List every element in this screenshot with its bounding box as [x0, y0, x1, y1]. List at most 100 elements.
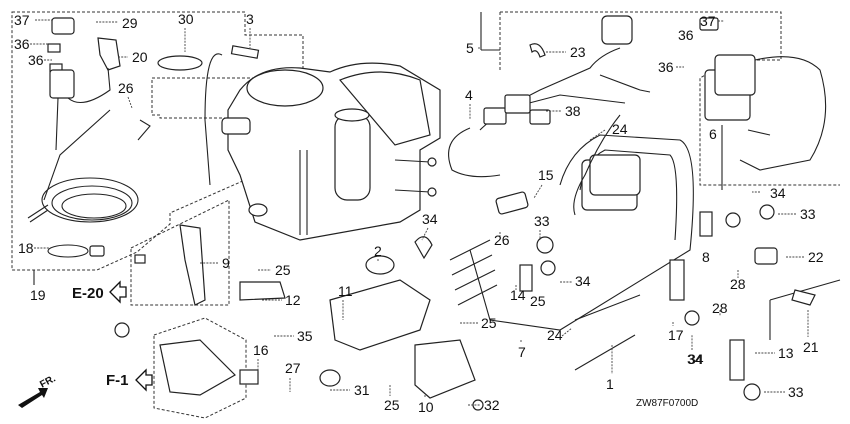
callout-25[interactable]: 25 — [530, 293, 546, 309]
part-number-label[interactable]: 34 — [575, 273, 591, 289]
callout-23[interactable]: 23 — [546, 44, 586, 60]
callout-38[interactable]: 38 — [546, 103, 581, 119]
callout-7[interactable]: 7 — [518, 340, 526, 360]
callout-28[interactable]: 28 — [730, 270, 746, 292]
part-number-label[interactable]: 3 — [246, 11, 254, 27]
callout-1[interactable]: 1 — [606, 345, 614, 392]
callout-32[interactable]: 32 — [468, 397, 500, 413]
callout-33[interactable]: 33 — [534, 213, 550, 240]
callout-27[interactable]: 27 — [285, 360, 301, 392]
callout-31[interactable]: 31 — [330, 382, 370, 398]
part-number-label[interactable]: 21 — [803, 339, 819, 355]
callout-34[interactable]: 34 — [688, 335, 704, 367]
part-number-label[interactable]: 5 — [466, 40, 474, 56]
part-number-label[interactable]: 35 — [297, 328, 313, 344]
part-number-label[interactable]: 4 — [465, 87, 473, 103]
callout-10[interactable]: 10 — [418, 395, 434, 415]
part-number-label[interactable]: 34 — [687, 351, 703, 367]
part-number-label[interactable]: 2 — [374, 243, 382, 259]
callout-34[interactable]: 34 — [752, 185, 786, 201]
callout-24[interactable]: 24 — [547, 327, 573, 343]
callout-34[interactable]: 34 — [421, 211, 438, 241]
part-number-label[interactable]: 16 — [253, 342, 269, 358]
part-number-label[interactable]: 24 — [547, 327, 563, 343]
callout-13[interactable]: 13 — [755, 345, 794, 361]
part-number-label[interactable]: 32 — [484, 397, 500, 413]
callout-33[interactable]: 33 — [764, 384, 804, 400]
part-number-label[interactable]: 23 — [570, 44, 586, 60]
part-number-label[interactable]: 19 — [30, 287, 46, 303]
part-number-label[interactable]: 26 — [494, 232, 510, 248]
part-number-label[interactable]: 34 — [422, 211, 438, 227]
callout-5[interactable]: 5 — [466, 40, 481, 56]
callout-21[interactable]: 21 — [803, 310, 819, 355]
reference-e20[interactable]: E-20 — [72, 280, 127, 304]
callout-16[interactable]: 16 — [253, 342, 269, 372]
callout-22[interactable]: 22 — [786, 249, 824, 265]
callout-20[interactable]: 20 — [118, 49, 148, 65]
callout-28[interactable]: 28 — [712, 300, 728, 316]
callout-14[interactable]: 14 — [510, 285, 526, 303]
part-number-label[interactable]: 18 — [18, 240, 34, 256]
callout-36[interactable]: 36 — [28, 52, 52, 68]
part-number-label[interactable]: 15 — [538, 167, 554, 183]
part-number-label[interactable]: 38 — [565, 103, 581, 119]
callout-3[interactable]: 3 — [246, 11, 254, 48]
part-number-label[interactable]: 36 — [28, 52, 44, 68]
part-number-label[interactable]: 20 — [132, 49, 148, 65]
callout-35[interactable]: 35 — [274, 328, 313, 344]
part-number-label[interactable]: 31 — [354, 382, 370, 398]
callout-11[interactable]: 11 — [338, 283, 353, 320]
part-number-label[interactable]: 33 — [800, 206, 816, 222]
callout-26[interactable]: 26 — [494, 232, 510, 248]
part-number-label[interactable]: 25 — [384, 397, 400, 413]
part-number-label[interactable]: 12 — [285, 292, 301, 308]
callout-12[interactable]: 12 — [262, 292, 301, 308]
part-number-label[interactable]: 36 — [658, 59, 674, 75]
part-number-label[interactable]: 28 — [730, 276, 746, 292]
part-number-label[interactable]: 37 — [14, 12, 30, 28]
part-number-label[interactable]: 10 — [418, 399, 434, 415]
part-number-label[interactable]: 8 — [702, 249, 710, 265]
part-number-label[interactable]: 22 — [808, 249, 824, 265]
part-number-label[interactable]: 6 — [709, 126, 717, 142]
part-number-label[interactable]: 27 — [285, 360, 301, 376]
part-number-label[interactable]: 24 — [612, 121, 628, 137]
part-number-label[interactable]: 25 — [275, 262, 291, 278]
callout-17[interactable]: 17 — [668, 322, 684, 343]
callout-18[interactable]: 18 — [18, 240, 50, 256]
part-number-label[interactable]: 29 — [122, 15, 138, 31]
callout-36[interactable]: 36 — [678, 27, 694, 43]
callout-34[interactable]: 34 — [560, 273, 591, 289]
callout-26[interactable]: 26 — [118, 80, 134, 109]
reference-f1[interactable]: F-1 — [106, 368, 153, 392]
reference-e20-label[interactable]: E-20 — [72, 285, 104, 302]
callout-24[interactable]: 24 — [589, 121, 628, 141]
part-number-label[interactable]: 9 — [222, 255, 230, 271]
part-number-label[interactable]: 25 — [530, 293, 546, 309]
part-number-label[interactable]: 28 — [712, 300, 728, 316]
reference-f1-label[interactable]: F-1 — [106, 372, 129, 389]
callout-30[interactable]: 30 — [178, 11, 194, 52]
callout-29[interactable]: 29 — [96, 15, 138, 31]
callout-4[interactable]: 4 — [465, 87, 473, 120]
part-number-label[interactable]: 1 — [606, 376, 614, 392]
callout-9[interactable]: 9 — [200, 255, 230, 271]
part-number-label[interactable]: 34 — [770, 185, 786, 201]
part-number-label[interactable]: 13 — [778, 345, 794, 361]
part-number-label[interactable]: 36 — [14, 36, 30, 52]
callout-36[interactable]: 36 — [14, 36, 48, 52]
callout-37[interactable]: 37 — [14, 12, 52, 28]
callout-25[interactable]: 25 — [384, 385, 400, 413]
callout-37[interactable]: 37 — [700, 13, 724, 29]
part-number-label[interactable]: 14 — [510, 287, 526, 303]
callout-19[interactable]: 19 — [30, 287, 46, 303]
part-number-label[interactable]: 26 — [118, 80, 134, 96]
callout-33[interactable]: 33 — [778, 206, 816, 222]
callout-8[interactable]: 8 — [702, 249, 710, 265]
callout-6[interactable]: 6 — [709, 126, 717, 142]
callout-25[interactable]: 25 — [460, 315, 497, 331]
callout-15[interactable]: 15 — [533, 167, 554, 199]
part-number-label[interactable]: 11 — [338, 283, 353, 299]
part-number-label[interactable]: 33 — [534, 213, 550, 229]
